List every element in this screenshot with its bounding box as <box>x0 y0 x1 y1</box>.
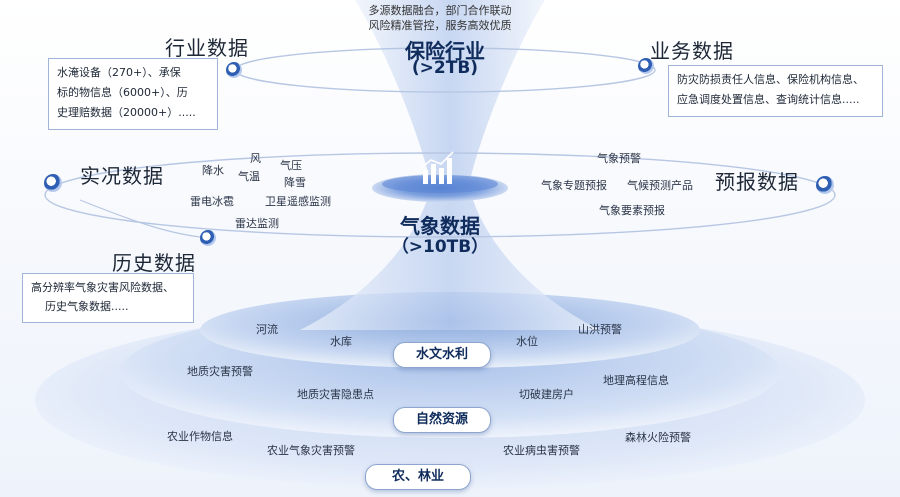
agri-item: 农业作物信息 <box>167 430 233 443</box>
resource-label: 自然资源 <box>393 407 491 433</box>
business-box-line: 防灾防损责任人信息、保险机构信息、 <box>677 73 864 86</box>
live-item: 气温 <box>238 170 260 183</box>
forecast-title: 预报数据 <box>715 170 799 194</box>
water-label: 水文水利 <box>393 342 491 368</box>
insurance-title: 保险行业 <box>405 39 485 63</box>
history-title: 历史数据 <box>112 251 196 275</box>
resource-item: 地质灾害预警 <box>187 365 253 378</box>
industry-box-line: 史理赔数据（20000+）..... <box>57 106 196 119</box>
live-item: 雷电冰雹 <box>190 195 234 208</box>
business-title: 业务数据 <box>650 39 734 63</box>
agri-item: 农业气象灾害预警 <box>267 444 355 457</box>
agri-item: 森林火险预警 <box>625 431 691 444</box>
funnel-lower <box>300 190 600 330</box>
history-node <box>200 230 216 246</box>
live-item: 卫星遥感监测 <box>265 195 331 208</box>
business-box: 防灾防损责任人信息、保险机构信息、 应急调度处置信息、查询统计信息..... <box>668 65 883 117</box>
agri-item: 农业病虫害预警 <box>503 444 580 457</box>
forecast-item: 气象预警 <box>597 152 641 165</box>
insurance-size: (>2TB) <box>411 58 479 78</box>
live-item: 雷达监测 <box>235 217 279 230</box>
weather-size: （>10TB） <box>391 237 489 257</box>
top-note-line-1: 多源数据融合，部门合作联动 <box>368 4 512 17</box>
water-item: 河流 <box>256 323 278 336</box>
funnel-upper <box>355 0 545 180</box>
agri-label: 农、林业 <box>365 464 471 490</box>
history-box-line: 高分辨率气象灾害风险数据、 <box>31 281 174 294</box>
live-item: 降雪 <box>284 176 306 189</box>
resource-item: 地理高程信息 <box>603 374 669 387</box>
forecast-item: 气象要素预报 <box>599 204 665 217</box>
bar-chart-icon <box>420 151 454 184</box>
live-title: 实况数据 <box>80 164 164 188</box>
business-box-line: 应急调度处置信息、查询统计信息..... <box>677 93 860 106</box>
live-item: 风 <box>250 152 261 165</box>
resource-item: 切破建房户 <box>519 388 574 401</box>
top-note-line-2: 风险精准管控，服务高效优质 <box>368 19 512 32</box>
forecast-node <box>816 176 834 194</box>
water-item: 水库 <box>330 335 352 348</box>
industry-box-line: 标的物信息（6000+）、历 <box>57 86 188 99</box>
resource-item: 地质灾害隐患点 <box>297 388 374 401</box>
industry-box-line: 水淹设备（270+）、承保 <box>57 66 181 79</box>
forecast-item: 气象专题预报 <box>541 179 607 192</box>
industry-node <box>226 62 242 78</box>
live-node <box>44 174 62 192</box>
top-note: 多源数据融合，部门合作联动 风险精准管控，服务高效优质 <box>335 3 545 33</box>
water-item: 山洪预警 <box>578 323 622 336</box>
forecast-item: 气候预测产品 <box>627 179 693 192</box>
weather-title: 气象数据 <box>400 214 480 238</box>
history-box: 高分辨率气象灾害风险数据、 历史气象数据..... <box>22 273 194 323</box>
business-node <box>638 58 654 74</box>
live-item: 气压 <box>280 159 302 172</box>
live-item: 降水 <box>202 164 224 177</box>
water-item: 水位 <box>516 335 538 348</box>
industry-title: 行业数据 <box>165 36 249 60</box>
history-box-line: 历史气象数据..... <box>45 300 129 313</box>
industry-box: 水淹设备（270+）、承保 标的物信息（6000+）、历 史理赔数据（20000… <box>48 58 218 130</box>
orbit-middle <box>44 152 836 238</box>
